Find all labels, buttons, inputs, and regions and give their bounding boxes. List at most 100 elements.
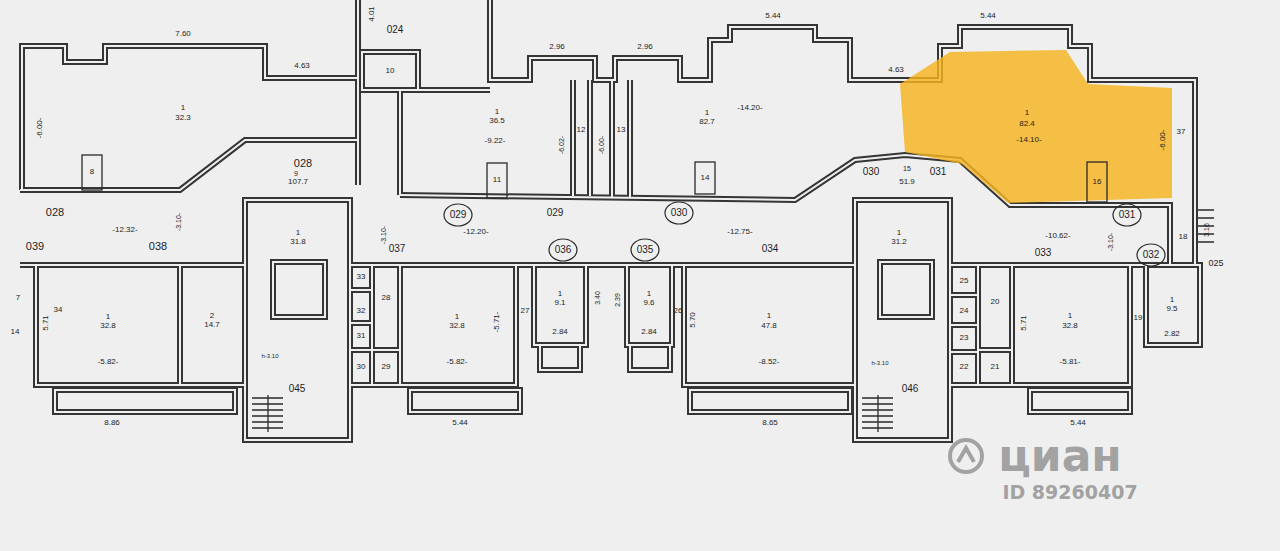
plan-label: 82.7 (699, 118, 715, 126)
plan-label: 5.44 (452, 419, 468, 427)
plan-label: 10 (386, 67, 395, 75)
plan-label: 5.70 (689, 312, 697, 328)
plan-label: -12.20- (463, 228, 488, 236)
plan-label: 4.63 (294, 62, 310, 70)
plan-label: 1 (1025, 109, 1029, 117)
plan-label: -5.82- (98, 358, 119, 366)
plan-label: 1 (181, 104, 185, 112)
plan-label: 025 (1208, 259, 1223, 268)
plan-label: 031 (1119, 210, 1136, 220)
plan-label: 5.71 (1020, 315, 1028, 331)
plan-label: -12.75- (727, 228, 752, 236)
plan-label: 030 (863, 167, 880, 177)
plan-label: 32.3 (175, 114, 191, 122)
plan-label: -6.00- (36, 118, 44, 139)
plan-label: 11 (493, 176, 501, 184)
plan-label: 031 (930, 167, 947, 177)
plan-label: 107.7 (288, 178, 308, 186)
plan-label: -3.10- (175, 213, 182, 231)
plan-label: 21 (991, 363, 1000, 371)
plan-label: 037 (389, 244, 406, 254)
plan-label: 2.82 (1164, 330, 1180, 338)
plan-label: 046 (902, 384, 919, 394)
plan-label: 31 (357, 332, 366, 340)
plan-label: 36.5 (489, 117, 505, 125)
plan-label: 038 (149, 241, 167, 252)
plan-label: 47.8 (761, 322, 777, 330)
plan-label: 2.84 (641, 328, 657, 336)
plan-label: -8.52- (759, 358, 780, 366)
plan-label: 032 (1143, 250, 1160, 260)
plan-label: 5.44 (765, 12, 781, 20)
plan-label: 25 (960, 277, 969, 285)
plan-label: 2.84 (552, 328, 568, 336)
plan-label: 37 (1177, 128, 1186, 136)
plan-label: -5.81- (1060, 358, 1081, 366)
plan-label: 32 (357, 307, 366, 315)
plan-label: -6.00- (598, 136, 605, 154)
plan-label: 3.40 (594, 291, 601, 305)
plan-label: 4.01 (368, 6, 376, 22)
plan-label: 27 (521, 307, 530, 315)
plan-label: 1 (495, 108, 499, 116)
plan-label: 029 (547, 208, 564, 218)
plan-label: 8.65 (762, 419, 778, 427)
plan-label: 33 (357, 273, 366, 281)
plan-label: -5.82- (447, 358, 468, 366)
plan-label: 28 (382, 294, 391, 302)
plan-label: 14.7 (204, 321, 220, 329)
plan-label: -3.10- (1107, 233, 1114, 251)
plan-label: 51.9 (899, 178, 915, 186)
plan-label: 16 (1093, 178, 1102, 186)
plan-label: 1 (647, 290, 651, 298)
plan-label: -6.02- (558, 136, 565, 154)
plan-label: 7 (16, 294, 20, 302)
plan-label: 2.96 (549, 43, 565, 51)
plan-label: -12.32- (112, 226, 137, 234)
plan-label: 045 (289, 384, 306, 394)
plan-label: 033 (1035, 248, 1052, 258)
plan-label: 30 (357, 363, 366, 371)
plan-label: 31.2 (891, 238, 907, 246)
plan-label: h-3.10 (261, 353, 278, 359)
plan-label: 9 (294, 170, 298, 177)
plan-label: 9.1 (554, 299, 565, 307)
plan-label: -14.10- (1016, 136, 1041, 144)
plan-label: 9.5 (1166, 305, 1177, 313)
plan-label: 039 (26, 241, 44, 252)
plan-label: 29 (382, 363, 391, 371)
plan-label: 1 (897, 229, 901, 237)
plan-label: 8.86 (104, 419, 120, 427)
plan-label: 3.16 (1203, 223, 1210, 237)
plan-label: 5.44 (1070, 419, 1086, 427)
plan-label: -3.10- (380, 226, 387, 244)
plan-label: 1 (296, 229, 300, 237)
plan-label: 1 (767, 312, 771, 320)
plan-label: -10.62- (1045, 232, 1070, 240)
plan-label: 82.4 (1019, 120, 1035, 128)
plan-label: 036 (555, 245, 572, 255)
plan-label: 2.96 (637, 43, 653, 51)
plan-label: -9.22- (485, 137, 506, 145)
plan-label: 31.8 (290, 238, 306, 246)
plan-label: 20 (991, 298, 1000, 306)
plan-label: 13 (617, 126, 626, 134)
plan-label: 14 (11, 328, 20, 336)
plan-label: 24 (960, 307, 969, 315)
plan-label: -14.20- (737, 104, 762, 112)
plan-label: 1 (1170, 296, 1174, 304)
plan-label: 034 (762, 244, 779, 254)
plan-label: 5.71 (42, 315, 50, 331)
plan-label: 22 (960, 363, 969, 371)
watermark-text: ID 89260407 (1002, 483, 1137, 502)
plan-label: 23 (960, 334, 969, 342)
watermark-text: циан (998, 434, 1122, 478)
plan-label: 035 (637, 245, 654, 255)
plan-label: -5.71- (493, 312, 501, 333)
plan-label: 9.6 (643, 299, 654, 307)
plan-label: 32.8 (449, 322, 465, 330)
plan-label: 18 (1179, 233, 1188, 241)
plan-label: 26 (674, 307, 683, 315)
plan-label: 2 (210, 312, 214, 320)
plan-label: 024 (387, 25, 404, 35)
